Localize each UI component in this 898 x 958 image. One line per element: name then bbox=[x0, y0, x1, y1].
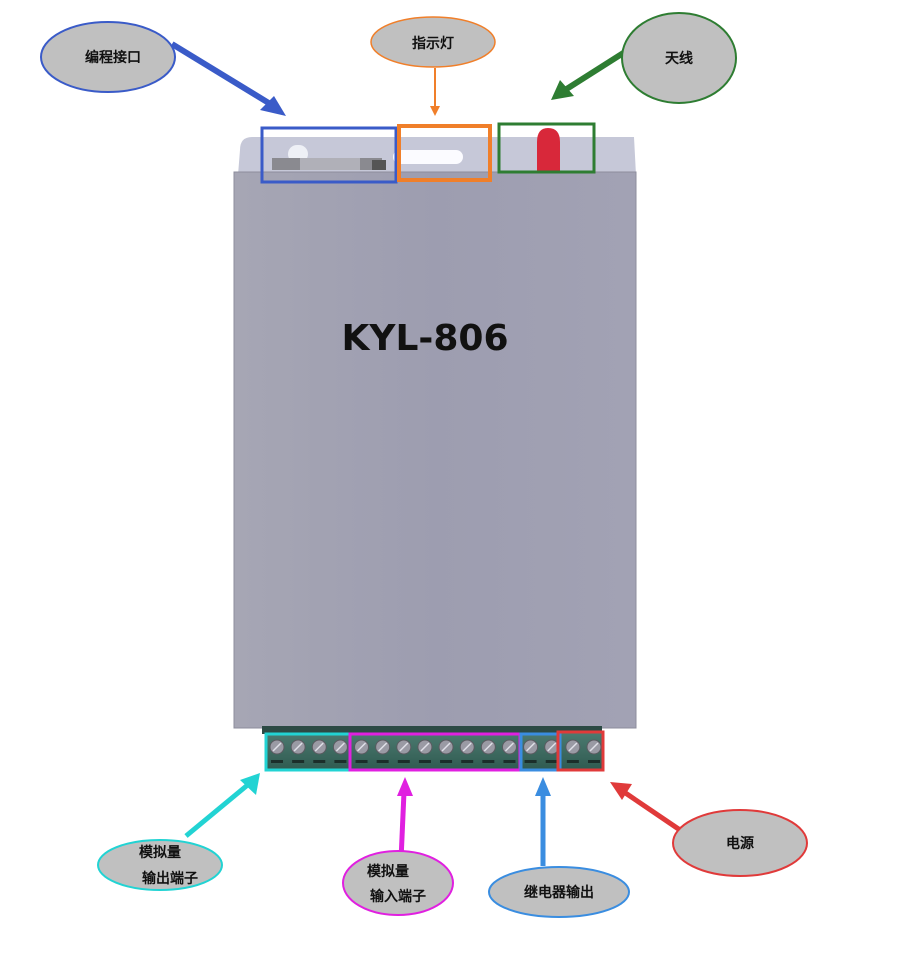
callout-label: 模拟量 bbox=[367, 863, 409, 880]
callout-indicator: 指示灯 bbox=[370, 16, 496, 68]
screw-slot bbox=[589, 742, 599, 752]
screw-slot bbox=[462, 742, 472, 752]
terminal-slot bbox=[334, 760, 347, 763]
antenna-box bbox=[497, 122, 596, 174]
screw-slot bbox=[272, 742, 282, 752]
terminal-slot bbox=[524, 760, 537, 763]
indicator-box bbox=[397, 124, 492, 182]
terminal-slot bbox=[292, 760, 305, 763]
screw-slot bbox=[335, 742, 345, 752]
terminal-slot bbox=[271, 760, 283, 763]
terminal-slot bbox=[461, 760, 474, 763]
callout-relay-output: 继电器输出 bbox=[488, 866, 630, 918]
model-label: KYL-806 bbox=[342, 318, 509, 359]
screw-slot bbox=[441, 742, 451, 752]
programming-port-arrow bbox=[170, 41, 274, 108]
analog-output-arrow bbox=[184, 781, 252, 838]
terminal-slot bbox=[418, 760, 431, 763]
terminal-screws bbox=[269, 739, 602, 763]
device: KYL-806 bbox=[233, 128, 637, 770]
callout-programming-port: 编程接口 bbox=[40, 21, 176, 93]
screw-slot bbox=[504, 742, 514, 752]
screw-slot bbox=[399, 742, 409, 752]
indicator-window bbox=[393, 150, 463, 164]
callout-label: 继电器输出 bbox=[524, 884, 594, 901]
callout-label: 输入端子 bbox=[370, 888, 426, 905]
terminal-slot bbox=[545, 760, 558, 763]
terminal-slot bbox=[313, 760, 326, 763]
callout-power: 电源 bbox=[672, 809, 808, 877]
programming-port-box bbox=[260, 126, 398, 184]
screw-slot bbox=[378, 742, 388, 752]
callout-label: 电源 bbox=[726, 835, 754, 852]
screw-slot bbox=[314, 742, 324, 752]
terminal-slot bbox=[440, 760, 453, 763]
screw-slot bbox=[483, 742, 493, 752]
power-box bbox=[556, 730, 605, 772]
antenna-arrow bbox=[563, 47, 630, 93]
callout-label: 天线 bbox=[665, 50, 693, 67]
relay-output-box bbox=[519, 732, 562, 772]
terminal-slot bbox=[588, 760, 600, 763]
screw-slot bbox=[357, 742, 367, 752]
terminal-slot bbox=[397, 760, 410, 763]
power-arrow bbox=[622, 789, 682, 833]
antenna-cap bbox=[537, 128, 560, 172]
callout-analog-output: 模拟量 输出端子 bbox=[97, 839, 223, 891]
terminal-slot bbox=[566, 760, 579, 763]
callout-antenna: 天线 bbox=[621, 12, 737, 104]
terminal-slot bbox=[376, 760, 389, 763]
device-body bbox=[233, 171, 637, 729]
callout-label: 模拟量 bbox=[139, 844, 181, 861]
terminal-slot bbox=[503, 760, 516, 763]
callout-label: 指示灯 bbox=[412, 35, 454, 52]
callout-label: 编程接口 bbox=[85, 49, 141, 66]
analog-input-arrow bbox=[398, 791, 407, 861]
screw-slot bbox=[293, 742, 303, 752]
screw-slot bbox=[568, 742, 578, 752]
terminal-slot bbox=[355, 760, 368, 763]
terminal-slot bbox=[482, 760, 495, 763]
screw-slot bbox=[526, 742, 536, 752]
screw-slot bbox=[420, 742, 430, 752]
callout-analog-input: 模拟量 输入端子 bbox=[342, 850, 454, 916]
screw-slot bbox=[547, 742, 557, 752]
callout-label: 输出端子 bbox=[142, 870, 198, 887]
arrows bbox=[170, 41, 682, 866]
